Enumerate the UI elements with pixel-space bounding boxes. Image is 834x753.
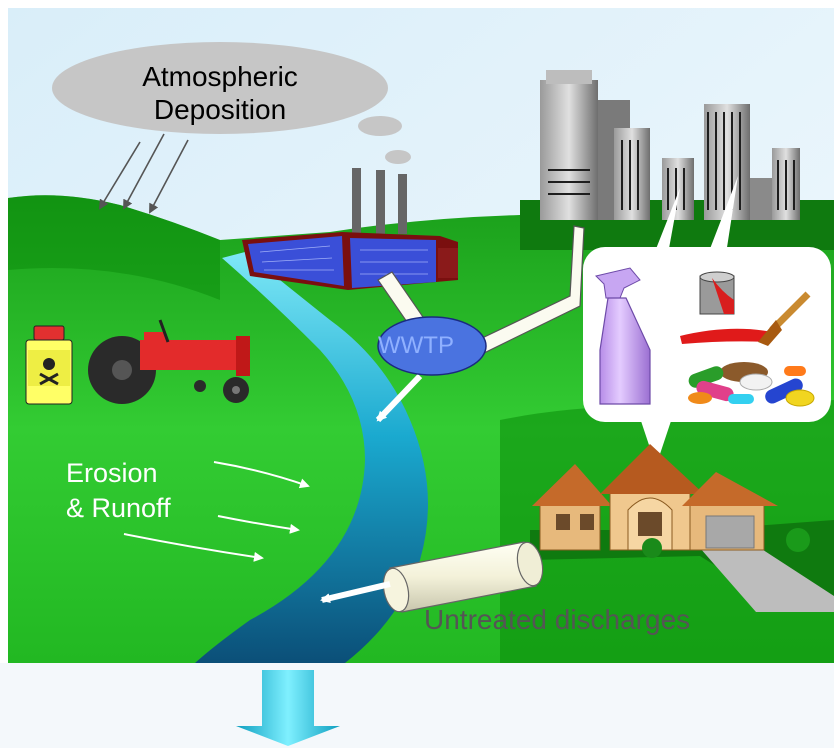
callout-pointer-city (654, 188, 680, 254)
city-skyline-icon (520, 70, 834, 250)
erosion-label: Erosion (66, 458, 158, 488)
wwtp-node[interactable] (377, 316, 487, 376)
paintbrush-icon (680, 291, 811, 346)
callout-pointer-house (640, 418, 672, 466)
runoff-arrows (123, 461, 310, 562)
pills-icon (688, 362, 815, 407)
deposition-arrows (98, 133, 189, 214)
untreated-discharges-label: Untreated discharges (424, 604, 691, 635)
atmospheric-deposition-label: Atmospheric Deposition (100, 60, 340, 126)
wwtp-outflow-arrow (375, 373, 423, 423)
runoff-label: & Runoff (66, 493, 171, 523)
river (195, 252, 428, 663)
discharge-arrow (320, 581, 391, 604)
callout-pointer-city (708, 176, 738, 254)
atmospheric-deposition-line-2: Deposition (153, 94, 287, 125)
factory-icon (242, 168, 458, 290)
paint-can-icon (699, 271, 735, 315)
dark-grass-patch (8, 195, 220, 300)
house-icon (530, 444, 834, 612)
page-bottom-area (0, 663, 834, 748)
poison-bottle-icon (25, 325, 73, 405)
wwtp-label: WWTP (378, 332, 454, 359)
spray-bottle-icon (595, 267, 651, 405)
cloud-icon (52, 42, 411, 164)
discharge-pipe-icon (382, 541, 544, 613)
atmospheric-deposition-line-1: Atmospheric (142, 61, 298, 92)
tractor-icon (88, 319, 250, 404)
erosion-runoff-label: Erosion & Runoff (66, 456, 171, 526)
down-arrow-icon (236, 670, 340, 746)
